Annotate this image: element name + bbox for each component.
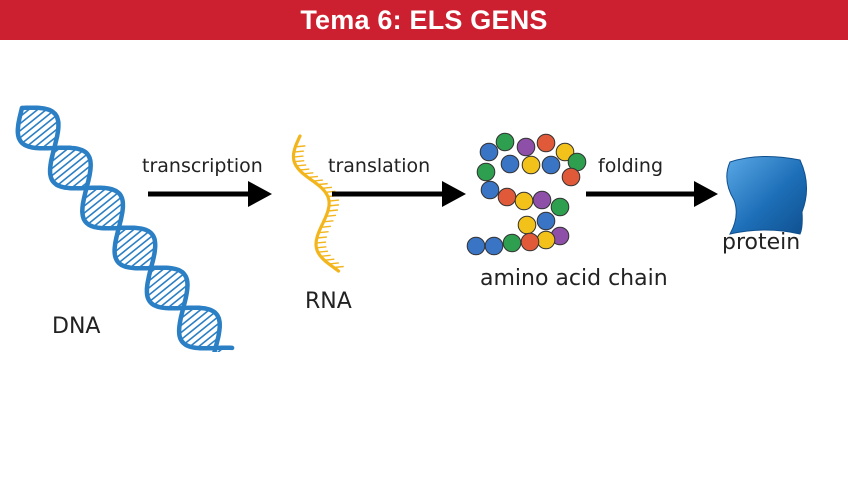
- dna-base-pair: [52, 153, 88, 183]
- amino-acid-bead: [550, 197, 570, 217]
- amino-acid-bead: [561, 167, 581, 187]
- dna-base-pair: [183, 316, 219, 345]
- title-bar: Tema 6: ELS GENS: [0, 0, 848, 40]
- edge-label-translation: translation: [328, 155, 431, 177]
- amino-acid-bead: [541, 155, 561, 175]
- dna-base-pair: [87, 196, 123, 225]
- dna-base-pair: [83, 192, 119, 221]
- dna-base-pair: [149, 273, 185, 303]
- amino-acid-chain-icon: [466, 132, 587, 256]
- central-dogma-diagram: transcription translation folding DNA RN…: [0, 40, 848, 477]
- node-label-dna: DNA: [52, 314, 101, 339]
- amino-acid-bead: [480, 180, 500, 200]
- amino-acid-bead: [514, 191, 534, 211]
- dna-base-pair: [70, 172, 91, 189]
- amino-acid-bead: [520, 232, 540, 252]
- dna-base-pair: [180, 311, 216, 341]
- arrow-head: [694, 181, 718, 207]
- dna-base-pair: [21, 115, 57, 144]
- node-label-rna: RNA: [305, 289, 352, 314]
- amino-acid-bead: [497, 187, 517, 207]
- diagram-canvas: [15, 105, 807, 352]
- dna-base-pair: [114, 228, 144, 253]
- node-label-amino-acid-chain: amino acid chain: [480, 266, 668, 291]
- dna-base-pair: [129, 247, 156, 269]
- amino-acid-bead: [479, 142, 499, 162]
- dna-base-pair: [56, 158, 91, 186]
- amino-acid-bead: [536, 211, 556, 231]
- amino-acid-bead: [466, 236, 486, 256]
- dna-base-pair: [82, 187, 107, 209]
- protein-shape: [726, 155, 807, 235]
- dna-base-pair: [50, 149, 84, 178]
- dna-base-pair: [167, 292, 188, 309]
- dna-base-pair: [18, 111, 53, 140]
- protein-icon: [726, 155, 807, 235]
- dna-base-pair: [123, 240, 156, 267]
- dna-base-pair: [50, 147, 70, 163]
- edge-label-folding: folding: [598, 155, 664, 177]
- rna-base: [328, 204, 340, 207]
- amino-acid-bead: [484, 236, 504, 256]
- amino-acid-bead: [521, 155, 541, 175]
- rna-base: [293, 155, 304, 158]
- dna-base-pair: [146, 269, 180, 297]
- dna-base-pair: [159, 284, 188, 308]
- dna-base-pair: [189, 322, 221, 348]
- rna-base: [328, 199, 340, 202]
- amino-acid-bead: [500, 154, 520, 174]
- dna-base-pair: [115, 230, 150, 259]
- dna-base-pair: [118, 234, 154, 264]
- dna-base-pair: [147, 267, 166, 283]
- edge-label-transcription: transcription: [142, 155, 263, 177]
- dna-strand: [19, 105, 235, 351]
- amino-acid-bead: [536, 230, 556, 250]
- dna-base-pair: [49, 147, 78, 171]
- amino-acid-bead: [536, 133, 556, 153]
- dna-base-pair: [100, 209, 124, 229]
- rna-base: [294, 159, 305, 163]
- dna-helix-icon: [15, 105, 235, 352]
- dna-base-pair: [63, 164, 92, 188]
- dna-base-pair: [114, 227, 137, 246]
- rna-backbone: [291, 134, 341, 273]
- dna-base-pair: [146, 267, 174, 291]
- process-arrows: [148, 181, 718, 207]
- amino-acid-bead: [517, 215, 537, 235]
- arrow-head: [442, 181, 466, 207]
- amino-acid-bead: [502, 233, 522, 253]
- dna-base-pair: [17, 107, 41, 126]
- dna-base-pair: [178, 308, 211, 335]
- dna-strand: [15, 105, 222, 352]
- dna-base-pair: [153, 278, 188, 306]
- dna-base-pair: [196, 329, 220, 349]
- amino-acid-bead: [495, 132, 515, 152]
- amino-acid-bead: [555, 142, 575, 162]
- dna-base-pair: [82, 189, 114, 216]
- amino-acid-bead: [476, 162, 496, 182]
- dna-base-pair: [33, 127, 59, 149]
- dna-base-pair: [93, 202, 124, 228]
- amino-acid-bead: [532, 190, 552, 210]
- dna-base-pair: [17, 108, 48, 134]
- amino-acid-bead: [516, 137, 536, 157]
- dna-base-pair: [26, 120, 59, 147]
- rna-base: [316, 241, 327, 244]
- rna-strand-icon: [291, 134, 344, 273]
- node-label-protein: protein: [722, 230, 801, 255]
- rna-base: [316, 246, 327, 249]
- slide-title: Tema 6: ELS GENS: [300, 4, 548, 35]
- arrow-head: [248, 181, 272, 207]
- dna-base-pair: [178, 307, 204, 328]
